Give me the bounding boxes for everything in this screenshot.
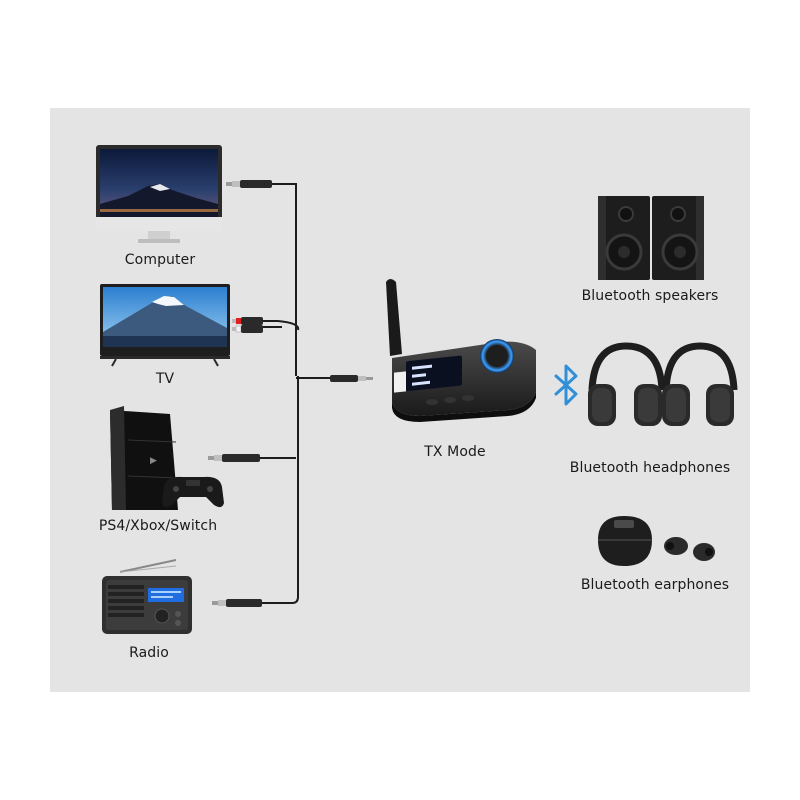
earphones-label: Bluetooth earphones bbox=[580, 577, 730, 593]
hub-audio-jack bbox=[330, 375, 373, 382]
bluetooth-speakers-illustration bbox=[598, 196, 704, 280]
tv-label: TV bbox=[155, 371, 175, 387]
svg-text:▶: ▶ bbox=[150, 456, 157, 466]
radio-audio-jack bbox=[212, 599, 262, 607]
bluetooth-headphones-illustration bbox=[588, 342, 738, 426]
cable-bus bbox=[260, 183, 330, 604]
radio-illustration bbox=[102, 559, 192, 634]
radio-label: Radio bbox=[129, 645, 169, 661]
game-console-illustration: ▶ bbox=[110, 406, 224, 510]
bluetooth-icon bbox=[554, 364, 578, 406]
computer-monitor-illustration bbox=[96, 145, 222, 243]
console-audio-jack bbox=[208, 454, 260, 462]
tv-illustration bbox=[100, 284, 230, 367]
hub-mode-label: TX Mode bbox=[424, 444, 486, 460]
tv-rca-plugs bbox=[232, 317, 263, 333]
bluetooth-transmitter-device bbox=[386, 279, 536, 422]
console-label: PS4/Xbox/Switch bbox=[98, 518, 218, 534]
computer-label: Computer bbox=[124, 252, 196, 268]
bluetooth-earphones-illustration bbox=[598, 516, 715, 566]
headphones-label: Bluetooth headphones bbox=[569, 460, 731, 476]
speakers-label: Bluetooth speakers bbox=[581, 288, 719, 304]
computer-audio-jack bbox=[226, 180, 272, 188]
